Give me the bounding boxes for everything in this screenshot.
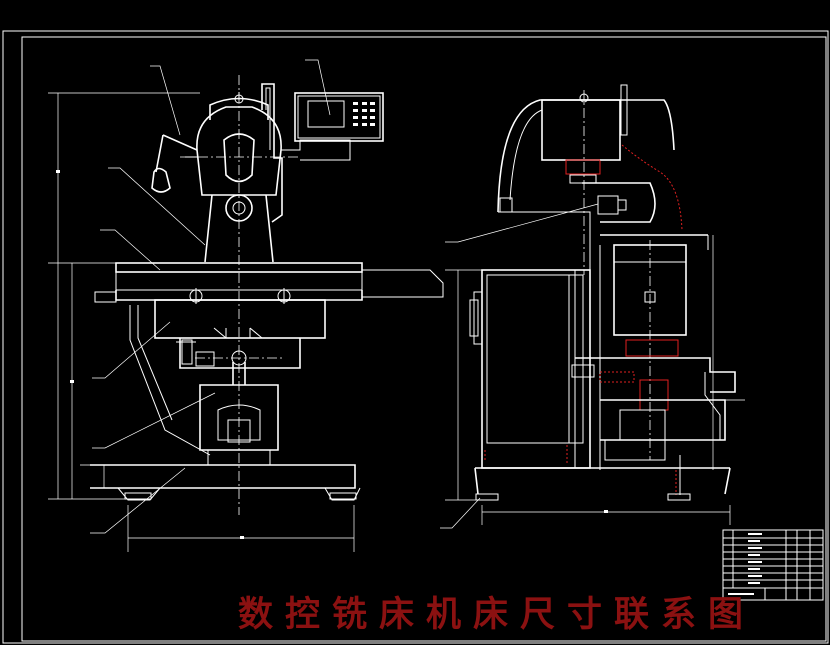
front-view	[48, 59, 444, 552]
title-block	[722, 529, 824, 601]
drawing-caption: 数控铣床机床尺寸联系图	[238, 594, 756, 635]
drawing-frame	[2, 30, 829, 644]
control-panel	[294, 92, 384, 142]
side-view	[440, 84, 745, 529]
